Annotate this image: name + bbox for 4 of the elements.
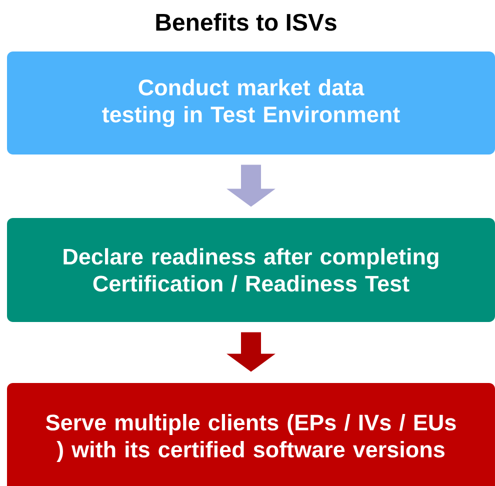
process-box: Declare readiness after completing Certification / Readiness Test	[7, 218, 495, 322]
title: Benefits to ISVs	[156, 13, 336, 31]
process-box: Serve multiple clients (EPs / IVs / EUs ) with its certified software versions	[7, 383, 495, 486]
process-box: Conduct market data testing in Test Environment	[7, 52, 495, 154]
